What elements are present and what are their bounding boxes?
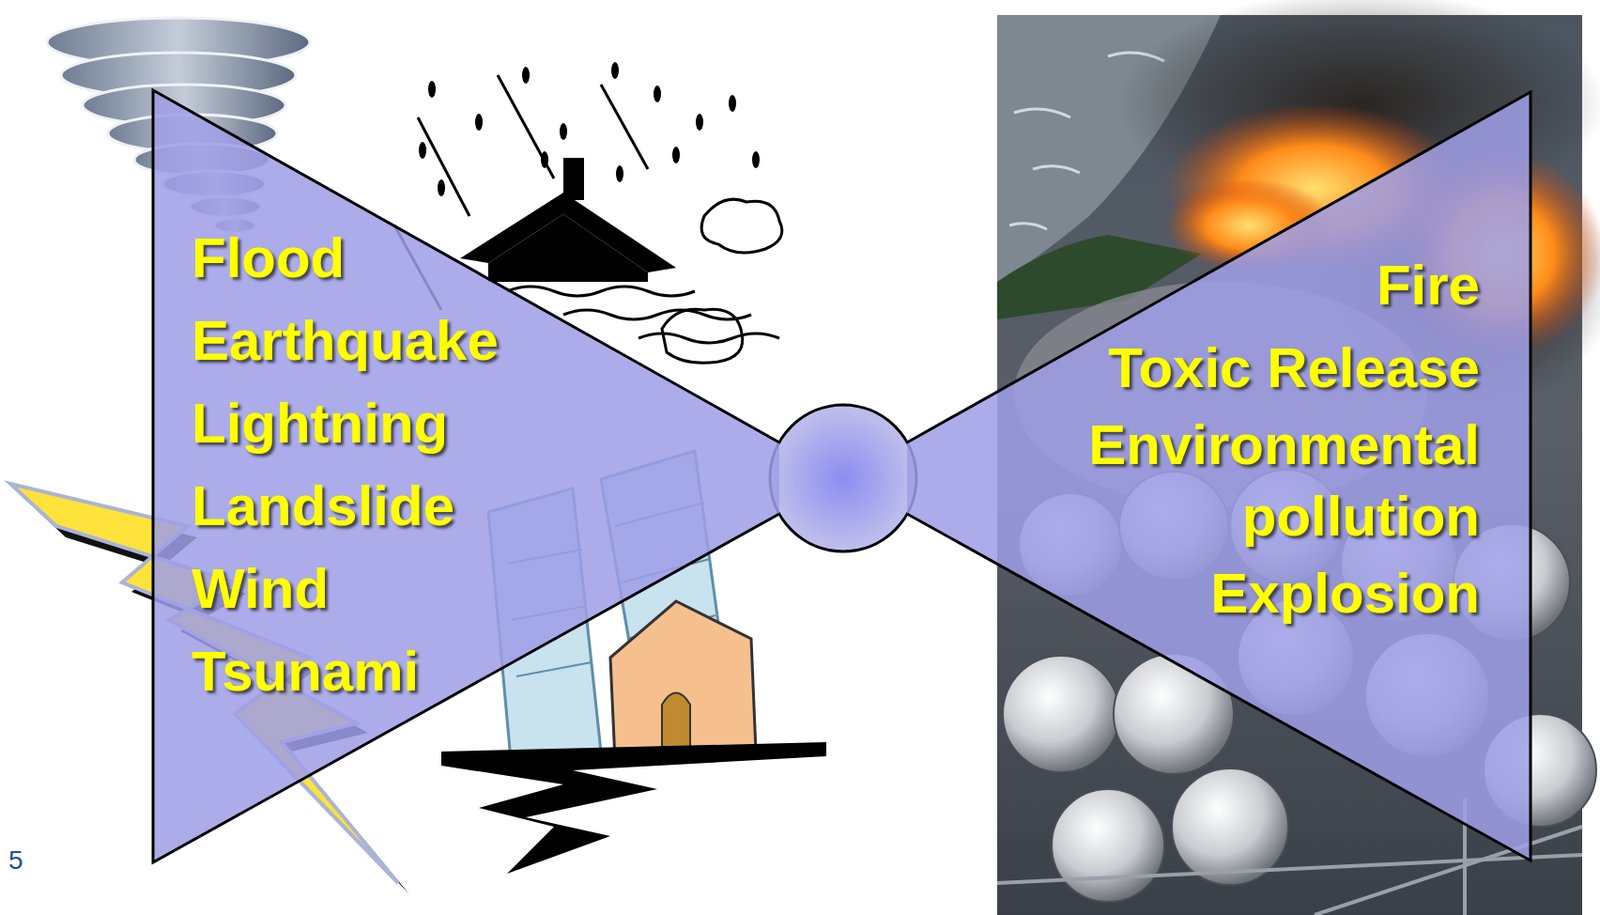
hazard-text: Fire [1066,244,1480,327]
hazard-text: Explosion [1066,552,1480,635]
bowtie-center-circle [769,404,917,552]
hazard-text: Lightning [191,382,755,465]
hazard-text: Environmental pollution [1066,409,1480,553]
consequences-triangle: FireToxic ReleaseEnvironmental pollution… [841,84,1537,868]
hazard-text: Toxic Release [1066,326,1480,410]
causes-triangle: FloodEarthquakeLightningLandslideWindTsu… [146,84,789,868]
hazard-text: Wind [191,547,755,631]
hazard-text: Flood [191,216,755,300]
hazard-text: Landslide [191,464,755,548]
text-column: FireToxic ReleaseEnvironmental pollution… [1066,244,1480,635]
hazard-text: Earthquake [191,299,755,383]
hazard-text: Tsunami [191,630,755,713]
text-column: FloodEarthquakeLightningLandslideWindTsu… [191,216,755,713]
page-number: 5 [8,845,24,876]
